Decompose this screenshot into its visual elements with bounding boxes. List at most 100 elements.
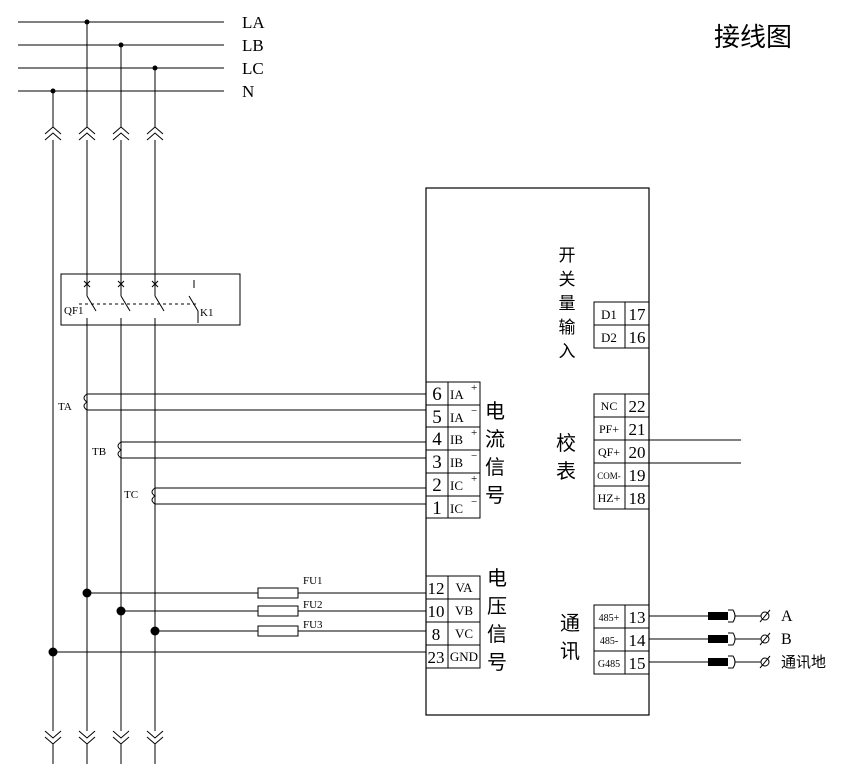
switch-terminal-num: 17 (629, 305, 647, 324)
current-transformers (83, 393, 426, 505)
current-terminal-block (425, 381, 481, 519)
current-terminal-sign: + (471, 473, 477, 485)
label-switch-input: 开 关 量 输 入 (559, 246, 576, 361)
current-terminal-num: 4 (432, 429, 442, 450)
bus-label-lb: LB (242, 36, 264, 55)
breaker-label-k1: K1 (200, 307, 213, 319)
comm-output-label-a: A (781, 608, 793, 625)
calibration-terminal-name: HZ+ (598, 491, 621, 505)
svg-text:开: 开 (559, 246, 576, 265)
current-terminal-num: 6 (432, 384, 442, 405)
label-voltage-signal: 电 压 信 号 (487, 567, 507, 674)
fuse-label-fu3: FU3 (303, 619, 323, 631)
junction-dot (150, 626, 160, 636)
svg-text:流: 流 (485, 428, 505, 451)
comm-terminal-name: G485 (598, 659, 620, 670)
svg-text:入: 入 (559, 342, 576, 361)
comm-terminal-name: 485+ (599, 613, 620, 624)
calibration-terminal-num: 21 (629, 420, 646, 439)
label-communication: 通 讯 (560, 612, 580, 663)
comm-plug-a (708, 612, 728, 620)
diagram-title: 接线图 (714, 23, 792, 52)
calibration-terminal-num: 20 (629, 443, 646, 462)
current-terminal-name: IB (450, 455, 463, 470)
phase-conductors (52, 22, 156, 764)
fuse-label-fu1: FU1 (303, 575, 323, 587)
switch-terminal-name: D1 (601, 307, 617, 322)
comm-terminal-num: 15 (629, 654, 646, 673)
current-terminal-name: IC (450, 501, 463, 516)
voltage-wiring (48, 587, 426, 657)
ct-label-tb: TB (92, 446, 106, 458)
svg-text:号: 号 (487, 652, 507, 674)
junction-dot (82, 588, 92, 598)
svg-text:讯: 讯 (560, 640, 580, 663)
voltage-terminal-block (425, 575, 481, 669)
comm-output-wiring (649, 609, 771, 669)
junction-dot (116, 606, 126, 616)
breaker-assembly (60, 273, 241, 326)
switch-terminal-name: D2 (601, 330, 617, 345)
fuse-fu3 (257, 625, 299, 637)
voltage-terminal-num: 8 (432, 625, 441, 644)
svg-text:关: 关 (559, 270, 576, 289)
calibration-terminal-num: 22 (629, 397, 646, 416)
current-terminal-num: 2 (432, 475, 442, 496)
svg-text:电: 电 (487, 567, 507, 590)
svg-text:信: 信 (487, 623, 507, 646)
voltage-terminal-num: 10 (428, 602, 445, 621)
current-terminal-num: 5 (432, 407, 442, 428)
voltage-terminal-num: 12 (428, 579, 445, 598)
calibration-terminal-name: COM- (597, 471, 621, 481)
bus-label-n: N (242, 82, 254, 101)
current-terminal-sign: + (471, 382, 477, 394)
breaker-label-qf1: QF1 (64, 305, 84, 317)
ct-coil-tc (151, 487, 156, 505)
label-calibration: 校 表 (556, 432, 576, 483)
voltage-terminal-name: VC (455, 626, 473, 641)
comm-terminal-name: 485- (600, 636, 618, 647)
ct-coil-ta (83, 393, 88, 411)
comm-plug-gnd (708, 658, 728, 666)
calibration-terminal-name: QF+ (598, 445, 620, 459)
label-current-signal: 电 流 信 号 (485, 400, 505, 507)
fuse-fu2 (257, 605, 299, 617)
calibration-terminal-num: 18 (629, 489, 646, 508)
svg-text:压: 压 (487, 596, 507, 618)
ct-coil-tb (117, 441, 122, 459)
plug-connectors-top (44, 126, 164, 141)
comm-terminal-block (593, 604, 650, 675)
comm-terminal-num: 14 (629, 631, 647, 650)
current-terminal-sign: − (471, 405, 477, 417)
svg-text:表: 表 (556, 460, 576, 483)
calibration-terminal-num: 19 (629, 466, 646, 485)
terminal-circle (760, 634, 770, 644)
junction-dot (48, 647, 58, 657)
svg-text:电: 电 (485, 400, 505, 423)
current-terminal-name: IC (450, 478, 463, 493)
comm-terminal-num: 13 (629, 608, 646, 627)
current-terminal-sign: − (471, 450, 477, 462)
current-terminal-sign: − (471, 496, 477, 508)
calibration-terminal-block (593, 393, 741, 510)
comm-output-label-gnd: 通讯地 (781, 654, 826, 671)
current-terminal-name: IA (450, 410, 464, 425)
fuse-label-fu2: FU2 (303, 599, 323, 611)
svg-text:校: 校 (556, 432, 576, 455)
current-terminal-sign: + (471, 427, 477, 439)
calibration-terminal-name: PF+ (599, 422, 619, 436)
bus-label-la: LA (242, 13, 265, 32)
current-terminal-num: 3 (432, 452, 442, 473)
terminal-circle (760, 611, 770, 621)
svg-text:通: 通 (560, 612, 580, 635)
voltage-terminal-name: VB (455, 603, 473, 618)
svg-text:号: 号 (485, 485, 505, 507)
svg-text:信: 信 (485, 456, 505, 479)
ct-label-tc: TC (124, 489, 138, 501)
voltage-terminal-num: 23 (428, 648, 445, 667)
ct-label-ta: TA (58, 401, 72, 413)
svg-text:输: 输 (559, 318, 576, 337)
voltage-terminal-name: VA (455, 580, 473, 595)
plug-connectors-bottom (44, 730, 164, 745)
